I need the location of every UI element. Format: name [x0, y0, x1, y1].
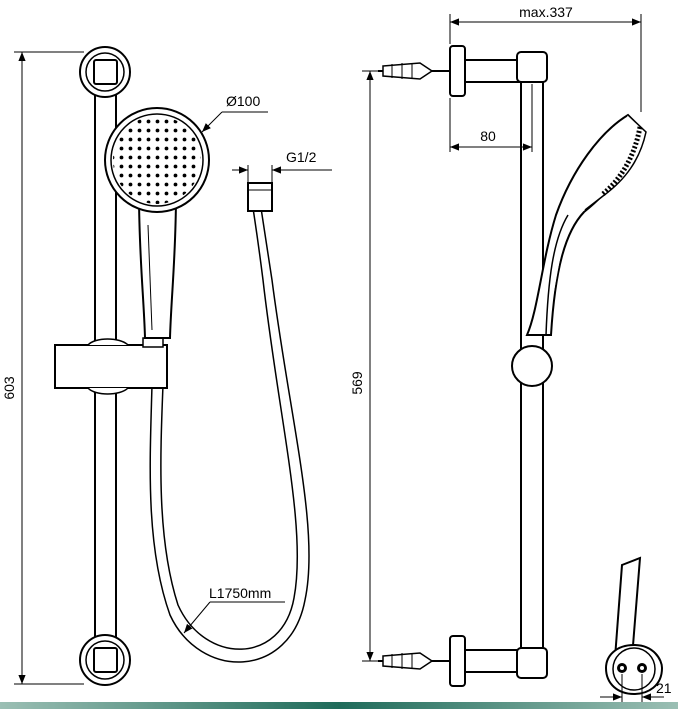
side-bottom-screw	[378, 652, 450, 670]
side-top-cap	[516, 51, 548, 83]
dimension-overall-height: 603	[1, 51, 84, 685]
dimension-label-max-projection: max.337	[519, 4, 573, 20]
dimension-bracket-size: 21	[600, 674, 672, 702]
dimension-label-hose-length: L1750mm	[209, 585, 271, 601]
front-top-bracket	[79, 46, 131, 98]
hose-fitting	[247, 182, 273, 212]
bracket-detail-view	[604, 556, 664, 696]
side-slider-ball	[511, 345, 553, 387]
side-bottom-cap	[516, 647, 548, 679]
side-view	[378, 45, 647, 687]
dimension-fixing-centres: 569	[349, 70, 380, 662]
dimension-label-hose-thread: G1/2	[286, 149, 317, 165]
dimension-label-wall-offset: 80	[480, 128, 496, 144]
front-bottom-bracket	[79, 634, 131, 686]
bottom-color-strip	[0, 702, 678, 709]
front-shower-head	[104, 107, 210, 213]
side-top-screw	[378, 62, 450, 80]
dimension-label-fixing-centres: 569	[349, 371, 365, 395]
dimension-hose-thread: G1/2	[232, 149, 332, 183]
dimension-wall-offset: 80	[449, 84, 533, 152]
side-bottom-arm	[464, 649, 524, 673]
front-handle	[137, 193, 178, 339]
dimension-max-projection: max.337	[449, 4, 642, 112]
dimension-label-head-diameter: Ø100	[226, 93, 260, 109]
dimension-label-bracket-size: 21	[656, 680, 672, 696]
front-slider	[54, 337, 168, 395]
dimension-label-overall-height: 603	[1, 376, 17, 400]
front-hose-inner	[160, 207, 299, 650]
front-view	[54, 46, 310, 686]
dimension-head-diameter: Ø100	[201, 93, 268, 133]
side-top-arm	[464, 59, 524, 83]
side-bottom-wall-plate	[449, 635, 466, 687]
side-shower-head	[525, 113, 647, 336]
side-top-wall-plate	[449, 45, 466, 97]
dimension-hose-length: L1750mm	[183, 585, 285, 634]
